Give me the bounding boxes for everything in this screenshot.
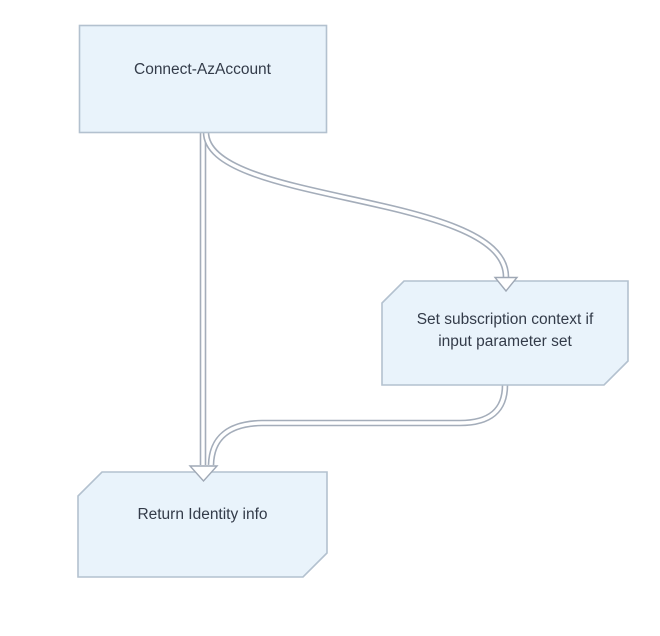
edge-connect-to-subscription: [202, 131, 510, 278]
edge-subscription-to-return: [207, 384, 509, 466]
node-connect-azaccount-shape: [78, 24, 328, 134]
node-return-identity-shape: [77, 471, 328, 578]
arrowhead-into-subscription-icon: [493, 276, 519, 293]
node-set-subscription-shape: [381, 280, 629, 386]
arrowhead-into-return-icon: [188, 465, 219, 483]
